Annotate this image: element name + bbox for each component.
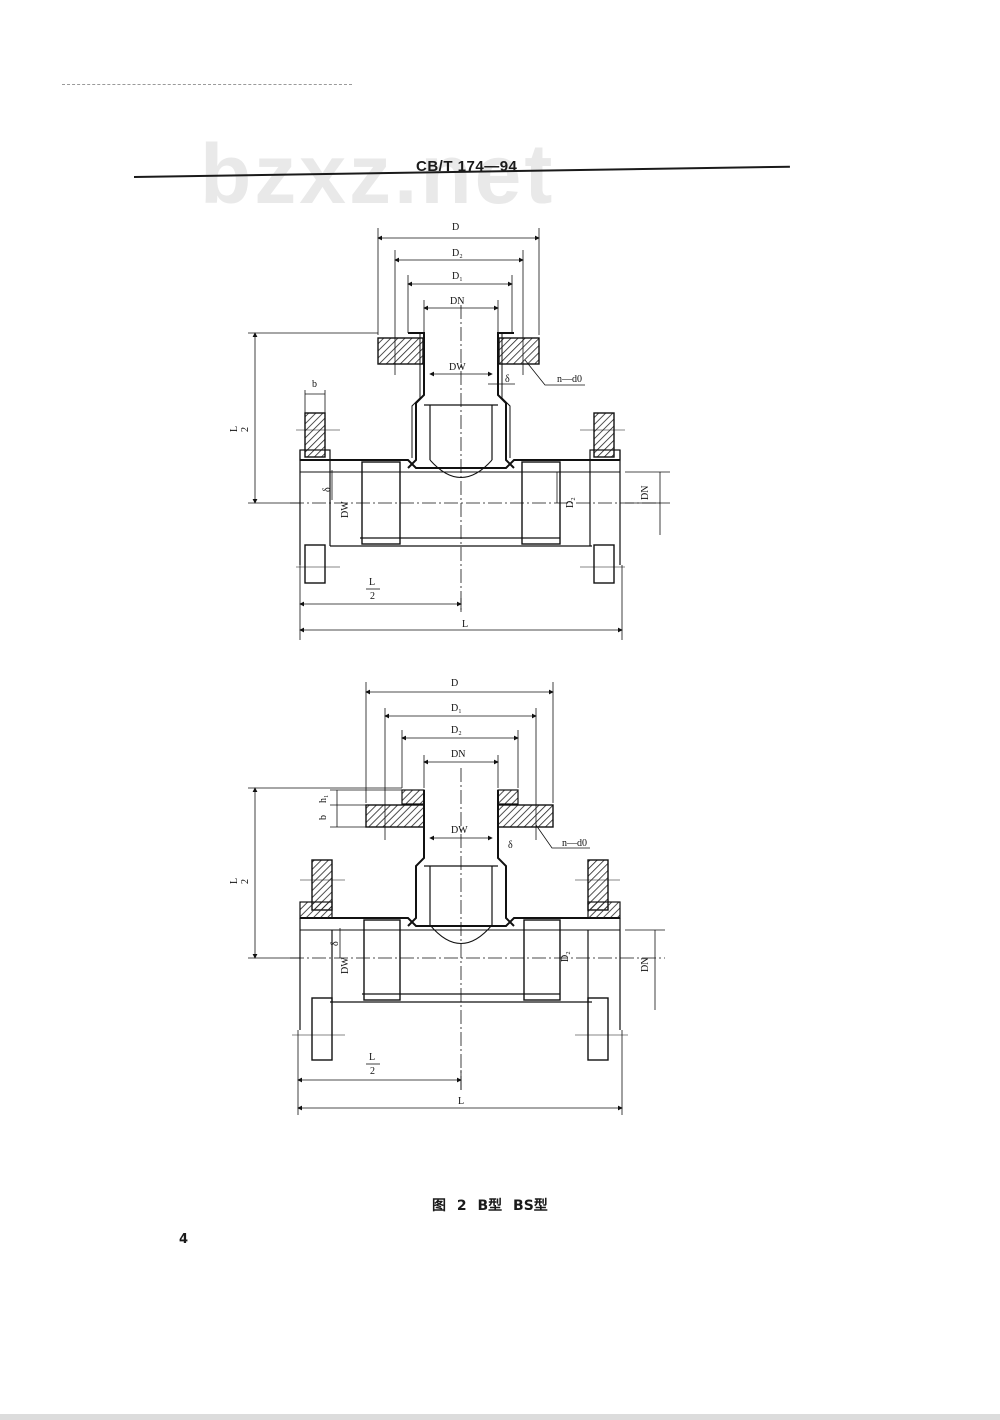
dim-D2: D₂: [452, 248, 463, 259]
dim-D1: D₁: [451, 703, 462, 714]
figure-top-labels: D D₂ D₁ DN DW δ n—d0 b L 2 L 2 DW δ D₂: [229, 222, 651, 630]
dim-L: L: [462, 619, 468, 630]
dim-h1: h₁: [318, 795, 329, 804]
dim-DN-side: DN: [640, 486, 651, 500]
dim-delta-side: δ: [330, 941, 341, 946]
dim-D: D: [452, 222, 459, 233]
figure-top: [248, 228, 670, 640]
dim-DW: DW: [449, 362, 466, 373]
scan-artifact: [62, 84, 352, 85]
dim-D1: D₁: [452, 271, 463, 282]
dim-D2: D₂: [451, 725, 462, 736]
dim-DW: DW: [451, 825, 468, 836]
dim-delta-side: δ: [322, 487, 333, 492]
watermark: bzxz.net: [200, 127, 556, 221]
dim-DW-side: DW: [340, 501, 351, 518]
dim-b: b: [312, 379, 317, 390]
figure-bottom: [248, 682, 665, 1115]
dim-b: b: [318, 815, 329, 820]
dim-DN-top: DN: [450, 296, 464, 307]
scan-bottom-edge: [0, 1414, 1000, 1420]
dim-D2-side: D₂: [565, 497, 576, 508]
dim-L-half-h-den: 2: [370, 1066, 375, 1077]
dim-L-half-h-num: L: [369, 1052, 375, 1063]
dim-n-d0: n—d0: [557, 374, 582, 385]
dim-DN-side: DN: [640, 958, 651, 972]
dim-delta: δ: [508, 840, 513, 851]
dim-L-half-v-den: 2: [240, 879, 251, 884]
dim-L: L: [458, 1096, 464, 1107]
dim-L-half-v-den: 2: [240, 427, 251, 432]
dim-DW-side: DW: [340, 957, 351, 974]
figure-caption: 图 2 B型 BS型: [432, 1198, 548, 1214]
dim-L-half-h-num: L: [369, 577, 375, 588]
dim-D: D: [451, 678, 458, 689]
dim-L-half-h-den: 2: [370, 591, 375, 602]
dim-DN-top: DN: [451, 749, 465, 760]
dim-D2-side: D₂: [560, 951, 571, 962]
dim-n-d0: n—d0: [562, 838, 587, 849]
page-number: 4: [179, 1232, 189, 1247]
dim-L-half-v-num: L: [229, 878, 240, 884]
dim-L-half-v-num: L: [229, 426, 240, 432]
standard-code: CB/T 174—94: [416, 158, 518, 175]
dim-delta: δ: [505, 374, 510, 385]
figure-bottom-labels: D D₁ D₂ DN h₁ b DW δ n—d0 L 2 L 2 DW: [229, 678, 651, 1107]
